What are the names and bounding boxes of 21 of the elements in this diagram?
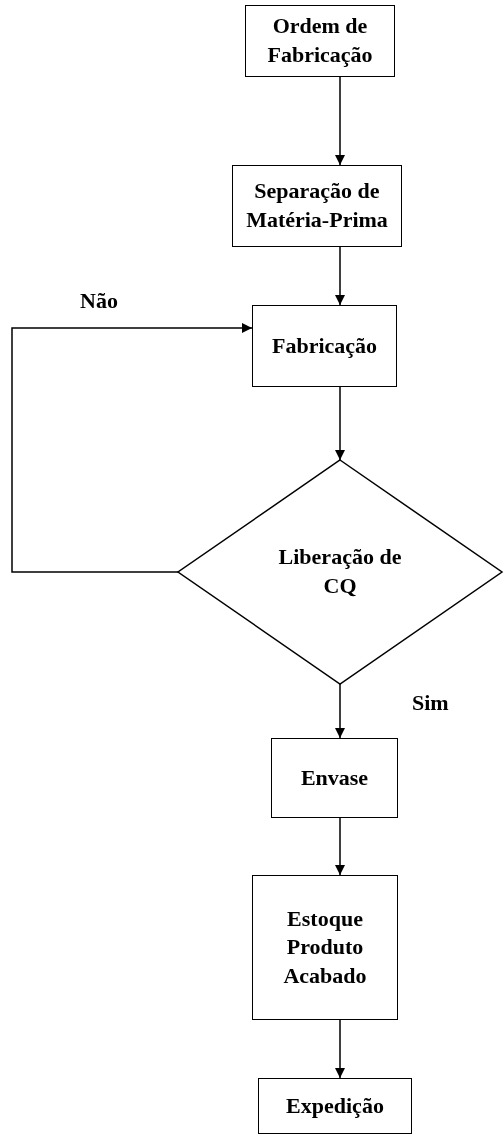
node-label: Expedição xyxy=(285,1091,385,1120)
arrow xyxy=(11,322,253,573)
process-box xyxy=(252,875,398,1020)
process-box xyxy=(252,305,397,387)
decision-diamond xyxy=(178,460,502,684)
arrow xyxy=(335,683,345,739)
arrow xyxy=(335,817,345,876)
arrow xyxy=(335,76,345,166)
node-label: Ordem de Fabricação xyxy=(266,12,374,69)
process-box xyxy=(258,1078,412,1134)
node-label: Estoque Produto Acabado xyxy=(282,904,368,990)
process-box xyxy=(232,165,402,247)
node-label: Liberação de CQ xyxy=(277,543,403,600)
node-label: Envase xyxy=(299,763,370,792)
arrow xyxy=(335,246,345,306)
node-label: Separação de Matéria-Prima xyxy=(245,177,389,234)
arrow xyxy=(335,1019,345,1079)
arrow xyxy=(335,386,345,461)
process-box xyxy=(245,5,395,77)
node-label: Fabricação xyxy=(270,331,379,360)
process-box xyxy=(271,738,398,818)
